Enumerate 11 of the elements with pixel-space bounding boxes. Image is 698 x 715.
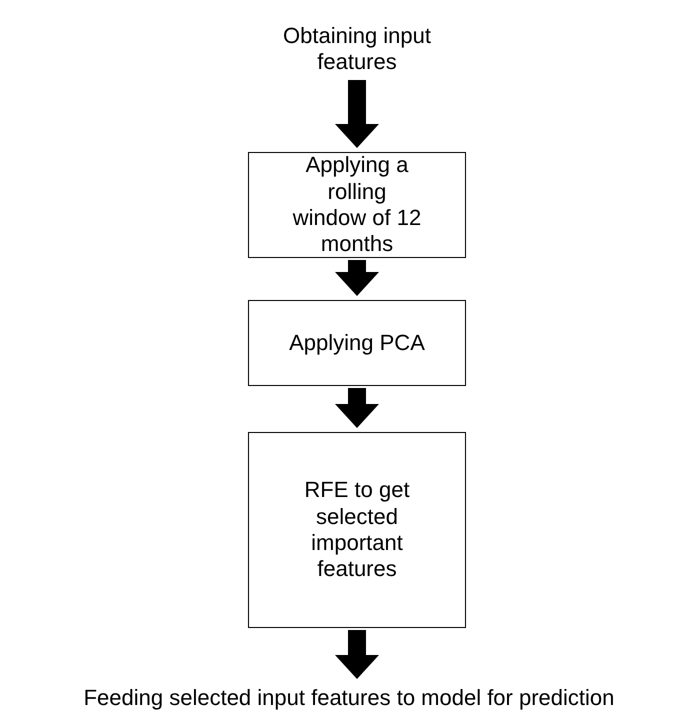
thick-arrow [335,260,379,296]
thick-arrow [335,388,379,428]
flow-label: Obtaining input features [282,22,432,76]
process-box [248,432,466,628]
flow-label: Feeding selected input features to model for prediction [84,684,614,712]
process-box [248,152,466,258]
box-label: RFE to get selected important features [303,477,411,583]
process-box [248,300,466,386]
box-label: Applying PCA [289,330,425,356]
box-label: Applying a rolling window of 12 months [292,152,422,258]
thick-arrow [335,80,379,148]
